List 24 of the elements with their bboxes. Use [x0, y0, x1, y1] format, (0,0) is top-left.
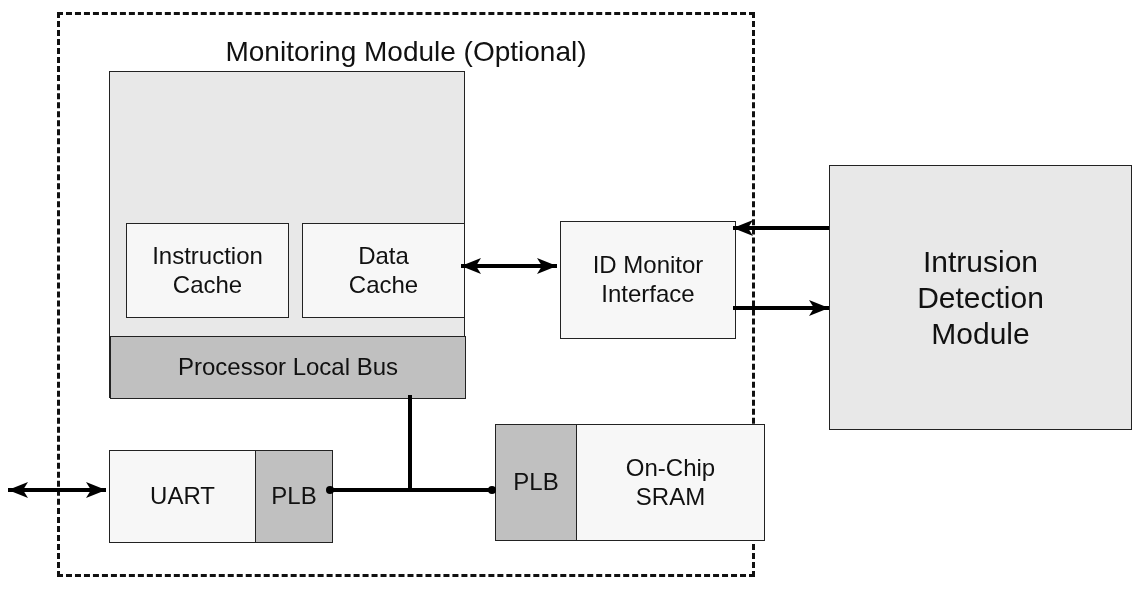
cache-box — [302, 223, 465, 318]
cache-box — [126, 223, 289, 318]
bus-band — [110, 336, 466, 399]
node-label: Intrusion Detection Module — [916, 243, 1045, 352]
bus-interface-box — [495, 424, 577, 541]
node-label: Processor Local Bus — [177, 353, 399, 382]
connector — [733, 220, 829, 236]
node-label: Instruction Cache — [151, 241, 264, 300]
connector — [733, 300, 829, 316]
node-label: ID Monitor Interface — [591, 251, 705, 309]
processor-box — [109, 71, 465, 398]
node-label: PLB — [271, 482, 317, 511]
node-label: On-Chip SRAM — [624, 453, 717, 512]
node-label: UART — [150, 482, 215, 511]
node-label: Data Cache — [347, 241, 420, 300]
connector — [8, 482, 106, 498]
module-box — [829, 165, 1132, 430]
memory-box — [576, 424, 765, 541]
uart-box — [109, 450, 256, 543]
bus-interface-box — [255, 450, 333, 543]
connector — [461, 258, 557, 274]
node-label: PLB — [513, 468, 559, 497]
group-title: Monitoring Module (Optional) — [225, 35, 587, 69]
interface-box — [560, 221, 736, 339]
